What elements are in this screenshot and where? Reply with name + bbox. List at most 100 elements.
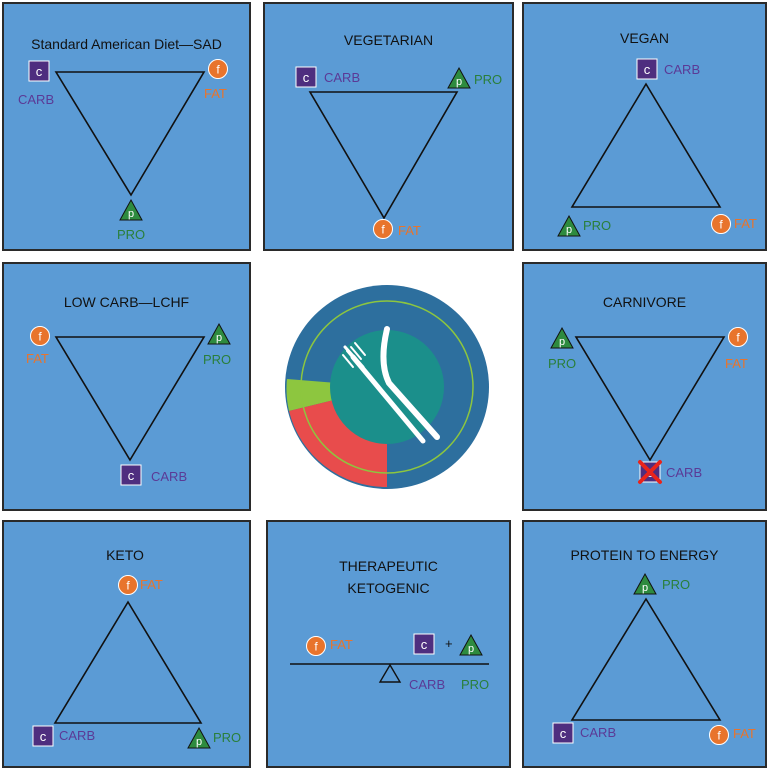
fat-label: FAT xyxy=(204,86,227,101)
panel-title: THERAPEUTIC xyxy=(339,558,438,574)
fat-icon: f xyxy=(208,59,228,79)
carb-label: CARB xyxy=(59,728,96,743)
carb-icon: c xyxy=(552,722,574,744)
pro-icon: p xyxy=(459,633,483,656)
pro-icon: p xyxy=(119,198,143,221)
triangle-diagram xyxy=(570,82,722,208)
pro-icon: p xyxy=(447,66,471,89)
panel-vegetarian: VEGETARIAN c CARB p PRO f FAT xyxy=(263,2,514,251)
pro-label: PRO xyxy=(662,577,691,592)
pro-label: PRO xyxy=(461,677,490,692)
pro-icon: p xyxy=(633,572,657,595)
svg-text:p: p xyxy=(642,582,648,594)
svg-text:p: p xyxy=(456,76,462,88)
svg-text:c: c xyxy=(644,62,651,77)
panel-title: CARNIVORE xyxy=(602,294,687,310)
triangle xyxy=(570,597,722,721)
pro-icon: p xyxy=(207,322,231,345)
panel-title: VEGAN xyxy=(619,30,669,46)
fat-label: FAT xyxy=(398,223,421,238)
svg-text:p: p xyxy=(559,336,565,348)
svg-text:c: c xyxy=(36,64,43,79)
svg-text:p: p xyxy=(468,643,474,655)
panel-vegan: VEGAN c CARB p PRO f FAT xyxy=(522,2,767,251)
triangle xyxy=(54,336,206,462)
svg-text:f: f xyxy=(216,63,220,77)
balance-diagram xyxy=(290,663,489,683)
svg-text:f: f xyxy=(736,331,740,345)
fat-icon: f xyxy=(728,327,748,347)
carb-label: CARB xyxy=(664,62,701,77)
panel-title: Standard American Diet—SAD xyxy=(31,36,222,52)
svg-text:c: c xyxy=(421,637,428,652)
pro-label: PRO xyxy=(117,227,146,242)
plus-sign: + xyxy=(445,636,453,651)
carb-label: CARB xyxy=(409,677,446,692)
panel-protein-to-energy: PROTEIN TO ENERGY p PRO c CARB f FAT xyxy=(522,520,767,768)
svg-text:c: c xyxy=(303,70,310,85)
panel-title: LOW CARB—LCHF xyxy=(63,294,190,310)
pro-label: PRO xyxy=(548,356,577,371)
svg-text:f: f xyxy=(314,640,318,654)
triangle xyxy=(308,91,459,220)
triangle xyxy=(54,71,206,197)
triangle xyxy=(570,82,722,208)
carb-icon: c xyxy=(636,58,658,80)
carb-icon: c xyxy=(32,725,54,747)
fat-label: FAT xyxy=(734,216,757,231)
svg-text:c: c xyxy=(560,726,567,741)
fat-icon: f xyxy=(118,575,138,595)
fat-label: FAT xyxy=(26,351,49,366)
fat-icon: f xyxy=(30,326,50,346)
triangle-diagram xyxy=(570,597,722,721)
pro-icon: p xyxy=(557,214,581,237)
triangle-diagram xyxy=(53,600,203,724)
pro-label: PRO xyxy=(203,352,232,367)
triangle-diagram xyxy=(574,336,726,462)
triangle xyxy=(53,600,203,724)
svg-text:c: c xyxy=(40,729,47,744)
pro-label: PRO xyxy=(474,72,503,87)
carb-icon: c xyxy=(413,633,435,655)
svg-text:p: p xyxy=(216,332,222,344)
fat-icon: f xyxy=(709,725,729,745)
carb-icon: c xyxy=(295,66,317,88)
panel-sad: Standard American Diet—SAD c CARB f FAT … xyxy=(2,2,251,251)
svg-text:f: f xyxy=(381,223,385,237)
svg-text:p: p xyxy=(566,224,572,236)
svg-text:f: f xyxy=(719,218,723,232)
carb-label: CARB xyxy=(666,465,703,480)
svg-text:f: f xyxy=(717,729,721,743)
fulcrum-icon xyxy=(378,663,402,683)
panel-title: PROTEIN TO ENERGY xyxy=(570,547,719,563)
panel-lchf: LOW CARB—LCHF f FAT p PRO c CARB xyxy=(2,262,251,511)
svg-text:p: p xyxy=(128,208,134,220)
fat-label: FAT xyxy=(733,726,756,741)
svg-text:f: f xyxy=(38,330,42,344)
panel-therapeutic-ketogenic: THERAPEUTIC KETOGENIC f FAT c + p CARB P… xyxy=(266,520,511,768)
plate-fork-knife-icon xyxy=(285,285,489,489)
svg-text:f: f xyxy=(126,579,130,593)
svg-text:c: c xyxy=(128,468,135,483)
fat-label: FAT xyxy=(140,577,163,592)
carb-icon: c xyxy=(120,464,142,486)
pro-label: PRO xyxy=(583,218,612,233)
fat-icon: f xyxy=(306,636,326,656)
fat-icon: f xyxy=(711,214,731,234)
pro-label: PRO xyxy=(213,730,242,745)
carb-label: CARB xyxy=(18,92,55,107)
triangle-diagram xyxy=(54,71,206,197)
svg-text:p: p xyxy=(196,736,202,748)
pro-icon: p xyxy=(550,326,574,349)
triangle xyxy=(574,336,726,462)
fat-label: FAT xyxy=(725,356,748,371)
carb-label: CARB xyxy=(324,70,361,85)
panel-subtitle: KETOGENIC xyxy=(347,580,430,596)
pro-icon: p xyxy=(187,726,211,749)
triangle-diagram xyxy=(308,91,459,220)
triangle-diagram xyxy=(54,336,206,462)
panel-title: VEGETARIAN xyxy=(343,32,434,48)
carb-icon: c xyxy=(28,60,50,82)
carb-label: CARB xyxy=(151,469,188,484)
fat-icon: f xyxy=(373,219,393,239)
